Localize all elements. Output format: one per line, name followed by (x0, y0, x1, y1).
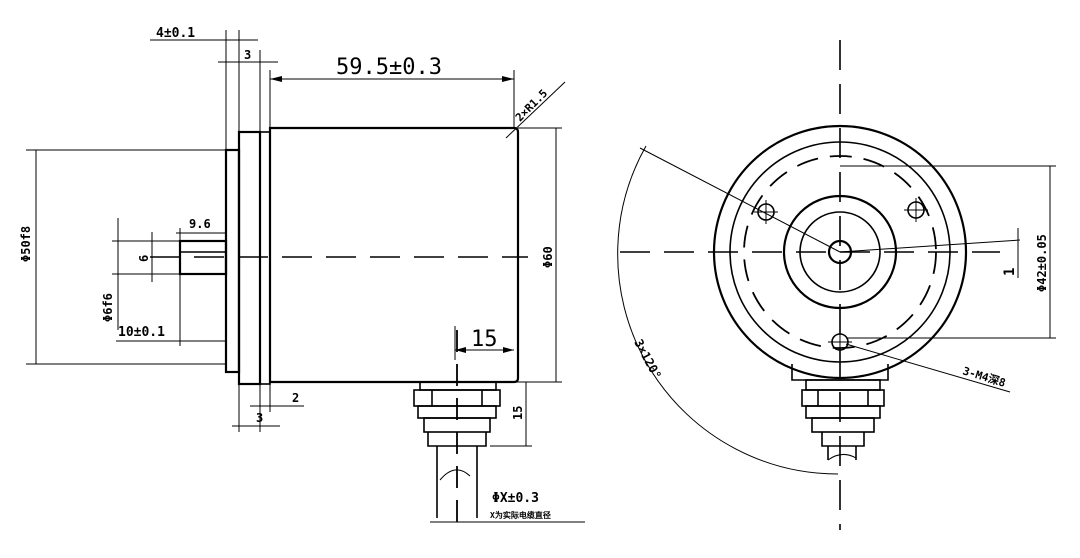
arrow-head (270, 76, 282, 82)
dim-holes: 3-M4深8 (961, 363, 1007, 389)
dim-shaft-length: 10±0.1 (118, 325, 165, 340)
dim-flat: 1 (1002, 268, 1018, 276)
dim-gap-top: 3 (244, 48, 251, 62)
mounting-hole (828, 330, 852, 354)
body-ring (259, 131, 271, 385)
dim-hole-pcd: Φ42±0.05 (1035, 234, 1049, 292)
dim-shaft-flat: 6 (137, 255, 151, 262)
dim-angle: 3×120° (631, 337, 664, 382)
dim-connector-height: 15 (511, 406, 525, 420)
flange-ring (237, 130, 262, 386)
dim-flange-thickness: 4±0.1 (156, 26, 195, 41)
dim-flange-diameter: Φ50f8 (19, 226, 33, 262)
side-view: 4±0.1 3 59.5±0.3 2×R1.5 Φ50f8 9.6 6 (19, 26, 585, 530)
shaft (178, 239, 228, 276)
dim-body-length: 59.5±0.3 (336, 55, 442, 80)
angle-ray (639, 147, 841, 253)
flange-circle (729, 141, 951, 363)
dim-shaft-step: 9.6 (189, 217, 211, 231)
arrow-head (502, 76, 514, 82)
flange-plate (224, 148, 241, 374)
hub-outer-circle (782, 194, 898, 310)
shaft-circle (827, 239, 853, 265)
mounting-hole (904, 198, 928, 222)
front-view: 3×120° Φ42±0.05 1 3-M4深8 (617, 40, 1056, 530)
leader-line (845, 343, 1011, 393)
dim-gap-2: 2 (292, 391, 299, 405)
break-mark (439, 469, 471, 481)
flat-ray (839, 239, 1021, 253)
arrow-head (503, 347, 514, 353)
cable-connector (413, 330, 501, 530)
angle-arc (617, 145, 839, 475)
dim-gap-bottom: 3 (256, 411, 263, 425)
dim-connector-offset: 15 (471, 327, 498, 352)
arrow-head (455, 347, 466, 353)
dim-body-diameter: Φ60 (541, 246, 555, 268)
dim-chamfer: 2×R1.5 (513, 87, 550, 124)
cable-connector-front (791, 364, 889, 461)
hub-inner-circle (799, 211, 881, 293)
dim-shaft-diameter: Φ6f6 (101, 293, 115, 322)
mounting-hole (754, 200, 778, 224)
outer-body-circle (712, 124, 968, 380)
leader-line (505, 81, 566, 139)
note-cable: X为实际电缆直径 (490, 510, 551, 520)
dim-cable: ΦX±0.3 (492, 491, 539, 506)
